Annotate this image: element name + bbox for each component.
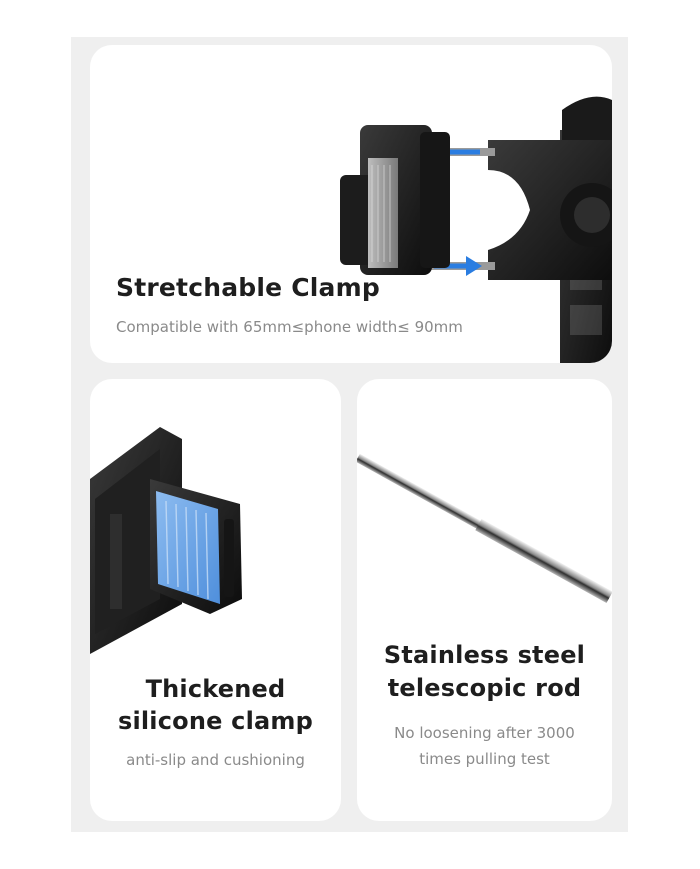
phone-clamp-stretch-illustration: [340, 96, 612, 363]
silicone-clamp-card: Thickened silicone clamp anti-slip and c…: [90, 379, 341, 821]
telescopic-rod-illustration: [357, 453, 612, 603]
stretchable-clamp-title: Stretchable Clamp: [116, 273, 380, 302]
telescopic-rod-title-line1: Stainless steel: [383, 641, 586, 669]
silicone-clamp-subtitle: anti-slip and cushioning: [126, 751, 305, 769]
stretchable-clamp-card: Stretchable Clamp Compatible with 65mm≤p…: [90, 45, 612, 363]
telescopic-rod-card: Stainless steel telescopic rod No loosen…: [357, 379, 612, 821]
telescopic-rod-subtitle-line1: No loosening after 3000: [394, 724, 575, 742]
silicone-clamp-pad-illustration: [90, 427, 242, 654]
telescopic-rod-title-line2: telescopic rod: [387, 674, 582, 702]
silicone-clamp-title-line1: Thickened: [145, 675, 286, 703]
silicone-clamp-title-line2: silicone clamp: [117, 707, 314, 735]
telescopic-rod-subtitle-line2: times pulling test: [419, 750, 550, 768]
stretchable-clamp-subtitle: Compatible with 65mm≤phone width≤ 90mm: [116, 318, 463, 336]
